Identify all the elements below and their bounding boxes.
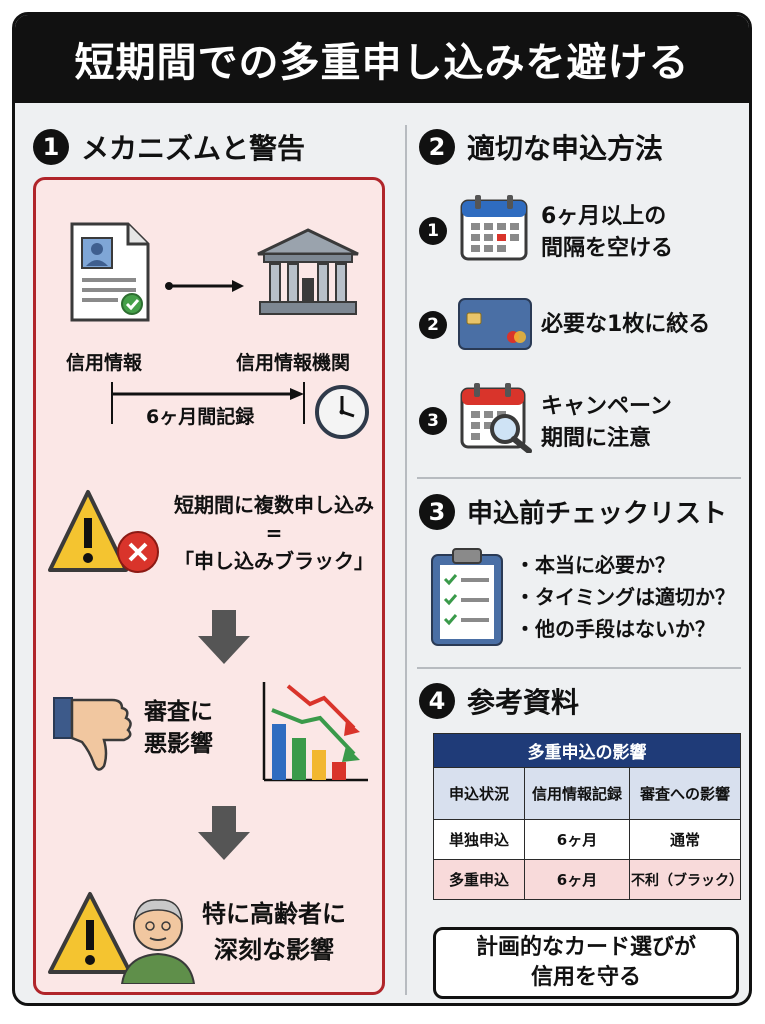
table-header: 審査への影響 [629, 767, 741, 820]
page-title: 短期間での多重申し込みを避ける [15, 15, 749, 103]
infographic-frame: 短期間での多重申し込みを避ける 1 メカニズムと警告 [12, 12, 752, 1006]
section3-number: 3 [419, 493, 455, 530]
record-period-label: 6ヶ月間記録 [146, 406, 255, 428]
record-period-bracket [111, 382, 305, 424]
elderly-warning-icon [48, 892, 196, 984]
method3-line2: 期間に注意 [541, 426, 652, 451]
section-divider-2-3 [417, 477, 741, 479]
section2-heading: 2 適切な申込方法 [419, 127, 663, 167]
table-header: 信用情報記録 [524, 767, 630, 820]
down-arrow-icon-2 [198, 806, 250, 860]
warning-equals: = [265, 521, 283, 545]
slogan-box: 計画的なカード選びが 信用を守る [433, 927, 739, 999]
clock-icon [315, 385, 369, 439]
section2-number: 2 [419, 129, 455, 165]
warning-icon [48, 490, 159, 573]
section1-title: メカニズムと警告 [81, 132, 306, 165]
calendar-icon [460, 195, 528, 261]
table-cell: 通常 [629, 819, 741, 860]
checklist-item: ・タイミングは適切か？ [515, 585, 735, 609]
effect-line1: 審査に [144, 699, 213, 725]
elderly-text: 特に高齢者に 深刻な影響 [202, 896, 346, 968]
method1-number: 1 [419, 217, 447, 245]
checklist-item: ・他の手段はないか？ [515, 617, 715, 641]
section3-heading: 3 申込前チェックリスト [419, 493, 727, 530]
warning-line1: 短期間に複数申し込み [174, 493, 374, 517]
credit-document-icon [70, 222, 150, 322]
credit-info-label: 信用情報 [66, 352, 143, 374]
slogan-line2: 信用を守る [530, 965, 641, 990]
section-divider-3-4 [417, 667, 741, 669]
method1-line2: 間隔を空ける [541, 236, 674, 261]
section4-title: 参考資料 [467, 686, 580, 719]
thumbs-down-icon [53, 697, 132, 771]
effect-text: 審査に 悪影響 [144, 696, 213, 760]
mechanism-panel: 信用情報 信用情報機関 6ヶ月間記録 短期間に複数申し込み = [33, 177, 385, 995]
checklist-item: ・本当に必要か？ [515, 553, 675, 577]
elderly-line2: 深刻な影響 [214, 936, 334, 964]
table-header: 申込状況 [433, 767, 525, 820]
arrow-right-icon [165, 280, 244, 292]
clipboard-icon [431, 548, 503, 646]
checklist: ・本当に必要か？ ・タイミングは適切か？ ・他の手段はないか？ [483, 549, 735, 645]
table-cell: 単独申込 [433, 819, 525, 860]
warning-text: 短期間に複数申し込み = 「申し込みブラック」 [164, 490, 384, 576]
section2-title: 適切な申込方法 [467, 132, 664, 165]
slogan-line1: 計画的なカード選びが [475, 935, 696, 960]
table-row: 多重申込 6ヶ月 不利（ブラック） [433, 859, 743, 900]
reference-table: 多重申込の影響 申込状況 信用情報記録 審査への影響 単独申込 6ヶ月 通常 多… [433, 733, 743, 900]
table-cell: 6ヶ月 [524, 819, 630, 860]
method3-line1: キャンペーン [541, 394, 672, 419]
method2-number: 2 [419, 311, 447, 339]
credit-card-icon [458, 298, 532, 350]
calendar-search-icon [460, 383, 532, 453]
elderly-line1: 特に高齢者に [202, 900, 346, 928]
method3-number: 3 [419, 407, 447, 435]
credit-agency-label: 信用情報機関 [236, 352, 351, 374]
bank-icon [257, 228, 359, 315]
table-cell: 不利（ブラック） [629, 859, 743, 900]
column-divider [405, 125, 407, 995]
method1-text: 6ヶ月以上の 間隔を空ける [541, 201, 673, 265]
effect-line2: 悪影響 [144, 731, 213, 757]
section1-number: 1 [33, 129, 69, 165]
section1-heading: 1 メカニズムと警告 [33, 127, 305, 167]
reference-table-caption: 多重申込の影響 [433, 733, 741, 768]
down-arrow-icon [198, 610, 250, 664]
section4-heading: 4 参考資料 [419, 681, 579, 721]
falling-chart-icon [262, 682, 368, 782]
warning-line3: 「申し込みブラック」 [174, 549, 374, 573]
method1-line1: 6ヶ月以上の [541, 204, 667, 229]
method3-text: キャンペーン 期間に注意 [541, 391, 672, 455]
table-cell: 多重申込 [433, 859, 525, 900]
table-cell: 6ヶ月 [524, 859, 630, 900]
method2-text: 必要な1枚に絞る [541, 312, 711, 337]
table-row: 単独申込 6ヶ月 通常 [433, 819, 741, 860]
section4-number: 4 [419, 683, 455, 719]
section3-title: 申込前チェックリスト [467, 499, 728, 529]
